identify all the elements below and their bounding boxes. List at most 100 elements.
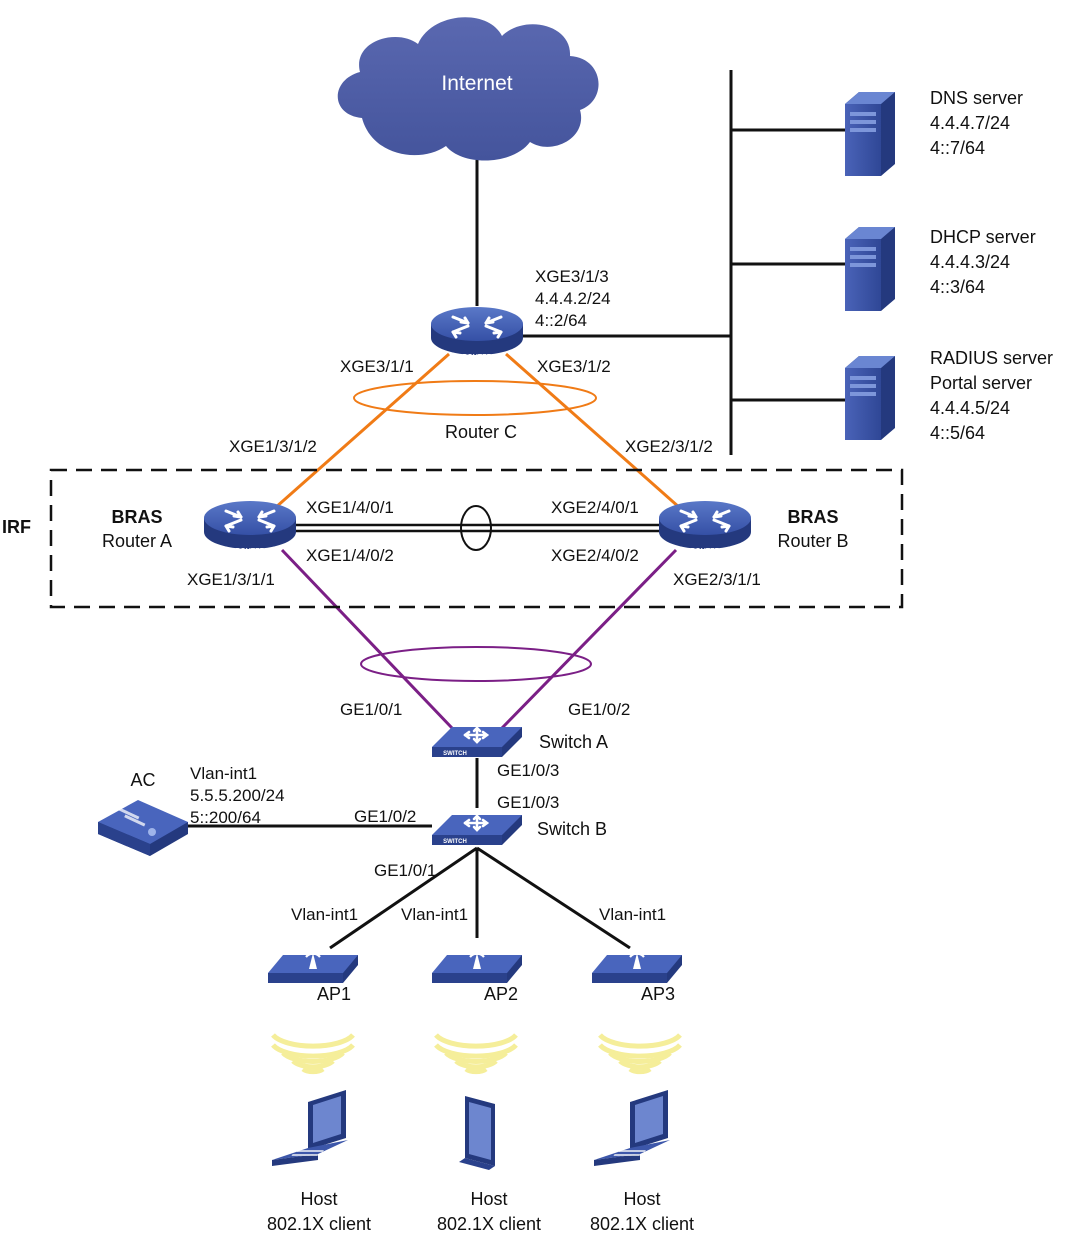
wireless-signal-icon: [273, 1035, 353, 1072]
link-router-b-switch-a: [500, 548, 678, 730]
internet-label: Internet: [441, 72, 512, 95]
switch-a-port-down: GE1/0/3: [497, 761, 559, 780]
router-c: ROUTER Router C XGE3/1/3 4.4.4.2/24 4::2…: [340, 267, 611, 442]
irf-box: [49, 468, 904, 609]
ap-icon: [430, 946, 524, 985]
switch-a-port-a: GE1/0/1: [340, 700, 402, 719]
link-router-c-router-a: [274, 352, 450, 510]
router-b-role: BRAS: [787, 507, 838, 527]
dhcp-server-name: DHCP server: [930, 227, 1036, 247]
internet-cloud: Internet: [337, 17, 599, 161]
ac: AC Vlan-int1 5.5.5.200/24 5::200/64: [98, 764, 285, 856]
ap3-name: AP3: [641, 984, 675, 1004]
switch-b-port-ap: GE1/0/1: [374, 861, 436, 880]
router-c-port-a: XGE3/1/1: [340, 357, 414, 376]
router-c-ip4: 4.4.4.2/24: [535, 289, 611, 308]
host-1-name: Host: [300, 1189, 337, 1209]
router-a-port-up: XGE1/3/1/2: [229, 437, 317, 456]
dhcp-server-ip6: 4::3/64: [930, 277, 985, 297]
router-a-name: Router A: [102, 531, 172, 551]
ac-ip6: 5::200/64: [190, 808, 261, 827]
switch-a: SWITCH Switch A GE1/0/1 GE1/0/2 GE1/0/3: [340, 700, 630, 780]
router-b-name: Router B: [777, 531, 848, 551]
switch-a-port-b: GE1/0/2: [568, 700, 630, 719]
laptop-icon: [272, 1090, 348, 1166]
dhcp-server: DHCP server 4.4.4.3/24 4::3/64: [845, 227, 1036, 311]
dns-server-ip4: 4.4.4.7/24: [930, 113, 1010, 133]
radius-server-name: RADIUS server: [930, 348, 1053, 368]
router-a-port-irf2: XGE1/4/0/2: [306, 546, 394, 565]
link-switch-b-ap1: [329, 846, 478, 950]
switch-b-port-ac: GE1/0/2: [354, 807, 416, 826]
ap1-name: AP1: [317, 984, 351, 1004]
tablet-icon: [459, 1096, 495, 1170]
router-a-icon-text: ROUTER: [235, 548, 265, 555]
ap1: AP1 Vlan-int1: [266, 905, 360, 1004]
host-1-role: 802.1X client: [267, 1214, 371, 1234]
ac-icon: [98, 800, 188, 856]
ap1-vlan: Vlan-int1: [291, 905, 358, 924]
router-c-port-server: XGE3/1/3: [535, 267, 609, 286]
dhcp-server-ip4: 4.4.4.3/24: [930, 252, 1010, 272]
cloud-icon: [337, 17, 599, 161]
aggregation-ring-router-c: [353, 380, 597, 416]
host-3-name: Host: [623, 1189, 660, 1209]
radius-server-ip4: 4.4.4.5/24: [930, 398, 1010, 418]
dns-server-ip6: 4::7/64: [930, 138, 985, 158]
router-c-icon-text: ROUTER: [462, 354, 492, 361]
switch-b-icon-text: SWITCH: [443, 839, 467, 845]
wireless-signal-icon: [600, 1035, 680, 1072]
router-icon: [657, 499, 753, 551]
server-icon: [845, 356, 895, 440]
irf-label: IRF: [2, 517, 31, 537]
aggregation-ring-switch-a: [360, 646, 592, 682]
ap-icon: [590, 946, 684, 985]
host-2-role: 802.1X client: [437, 1214, 541, 1234]
router-b-port-up: XGE2/3/1/2: [625, 437, 713, 456]
links: [188, 70, 845, 950]
ac-ip4: 5.5.5.200/24: [190, 786, 285, 805]
router-a-role: BRAS: [111, 507, 162, 527]
ap3-vlan: Vlan-int1: [599, 905, 666, 924]
dns-server: DNS server 4.4.4.7/24 4::7/64: [845, 88, 1023, 176]
router-b-icon-text: ROUTER: [690, 548, 720, 555]
aggregation-ring-irf: [460, 505, 492, 551]
router-c-name: Router C: [445, 422, 517, 442]
switch-a-icon-text: SWITCH: [443, 751, 467, 757]
ap-icon: [266, 946, 360, 985]
router-b: ROUTER BRAS Router B XGE2/3/1/2 XGE2/4/0…: [551, 437, 849, 589]
laptop-icon: [594, 1090, 670, 1166]
ac-name: AC: [130, 770, 155, 790]
radius-server: RADIUS server Portal server 4.4.4.5/24 4…: [845, 348, 1053, 443]
host-3-role: 802.1X client: [590, 1214, 694, 1234]
switch-b-name: Switch B: [537, 819, 607, 839]
server-icon: [845, 92, 895, 176]
host-2: Host 802.1X client: [437, 1096, 541, 1234]
router-a-port-down: XGE1/3/1/1: [187, 570, 275, 589]
portal-server-name: Portal server: [930, 373, 1032, 393]
link-router-c-router-b: [505, 352, 681, 510]
host-1: Host 802.1X client: [267, 1090, 371, 1234]
router-a-port-irf1: XGE1/4/0/1: [306, 498, 394, 517]
ac-vlan: Vlan-int1: [190, 764, 257, 783]
router-icon: [202, 499, 298, 551]
router-c-port-b: XGE3/1/2: [537, 357, 611, 376]
link-switch-b-ap3: [476, 846, 631, 950]
radius-server-ip6: 4::5/64: [930, 423, 985, 443]
host-3: Host 802.1X client: [590, 1090, 694, 1234]
router-b-port-down: XGE2/3/1/1: [673, 570, 761, 589]
router-a: ROUTER BRAS Router A XGE1/3/1/2 XGE1/4/0…: [102, 437, 394, 589]
switch-b-port-up: GE1/0/3: [497, 793, 559, 812]
router-b-port-irf2: XGE2/4/0/2: [551, 546, 639, 565]
switch-a-name: Switch A: [539, 732, 608, 752]
router-b-port-irf1: XGE2/4/0/1: [551, 498, 639, 517]
ap2: AP2 Vlan-int1: [401, 905, 524, 1004]
ap2-name: AP2: [484, 984, 518, 1004]
router-c-ip6: 4::2/64: [535, 311, 587, 330]
host-2-name: Host: [470, 1189, 507, 1209]
ap2-vlan: Vlan-int1: [401, 905, 468, 924]
link-router-a-switch-a: [280, 548, 454, 730]
router-icon: [429, 305, 525, 357]
ap3: AP3 Vlan-int1: [590, 905, 684, 1004]
